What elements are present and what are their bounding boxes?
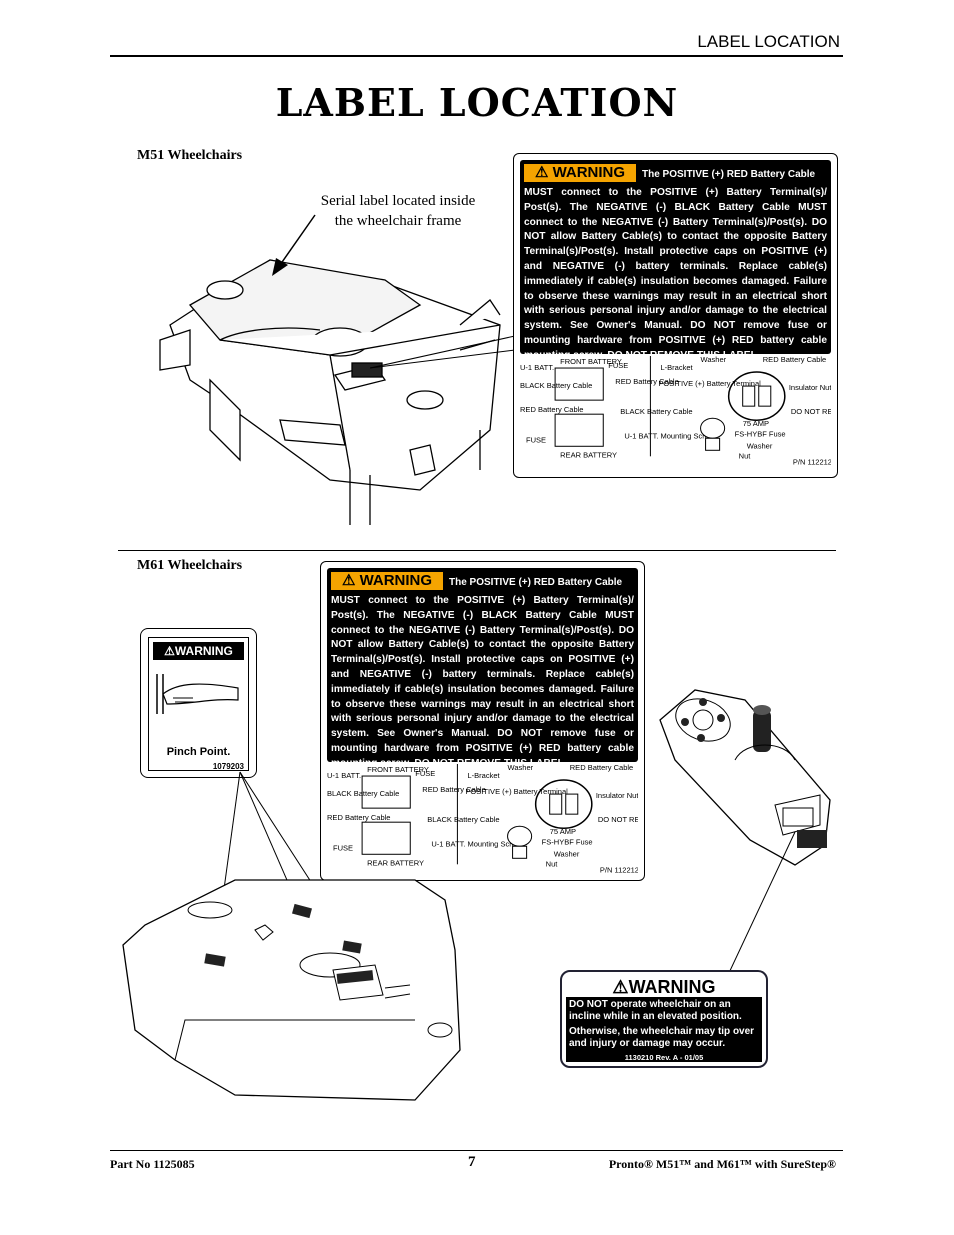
incline-warning-body: DO NOT operate wheelchair on an incline … [566, 997, 762, 1062]
battery-warning-text-panel: ⚠ WARNING The POSITIVE (+) RED Battery C… [520, 160, 831, 361]
battery-warning-first-line: The POSITIVE (+) RED Battery Cable [449, 577, 623, 588]
diag-fuse-bottom: FUSE [333, 843, 353, 852]
diag-positive-terminal: POSITIVE (+) Battery Terminal [658, 379, 761, 388]
diag-rear-battery: REAR BATTERY [367, 858, 424, 867]
diag-u1-top: U-1 BATT. [327, 771, 361, 780]
diag-fuse-top: FUSE [608, 361, 628, 370]
diag-black-cable: BLACK Battery Cable [327, 789, 399, 798]
diag-part-no: P/N 1122126 [600, 865, 638, 874]
diag-front-battery: FRONT BATTERY [367, 765, 429, 774]
serial-arrow-icon [272, 214, 316, 276]
battery-wiring-diagram: FRONT BATTERY REAR BATTERY U-1 BATT. U-1… [520, 356, 831, 466]
diag-u1-bottom: U-1 BATT. [431, 839, 465, 848]
diag-red-battery-cable: RED Battery Cable [570, 764, 634, 772]
m51-frame-illustration [159, 259, 501, 525]
incline-part-no: 1130210 Rev. A - 01/05 [624, 1053, 704, 1062]
m61-battery-warning-label: ⚠ WARNING The POSITIVE (+) RED Battery C… [320, 561, 645, 881]
diag-do-not-remove: DO NOT REMOVE [791, 407, 831, 416]
diag-red-cable: RED Battery Cable [327, 813, 391, 822]
incline-line-2: Otherwise, the wheelchair may tip over a… [569, 1026, 755, 1049]
diag-part-no: P/N 1122126 [793, 457, 831, 466]
pinch-part-no: 1079203 [212, 762, 244, 771]
diag-red-battery-cable: RED Battery Cable [763, 356, 827, 364]
diag-rear-battery: REAR BATTERY [560, 450, 617, 459]
battery-warning-first-line: The POSITIVE (+) RED Battery Cable [642, 169, 816, 180]
battery-wiring-diagram: FRONT BATTERY REAR BATTERY U-1 BATT. U-1… [327, 764, 638, 874]
m51-battery-warning-label: ⚠ WARNING The POSITIVE (+) RED Battery C… [513, 153, 838, 478]
page-title: LABEL LOCATION [275, 80, 679, 125]
m61-platform-illustration [122, 879, 461, 1101]
m61-heading: M61 Wheelchairs [137, 558, 243, 573]
diag-front-battery: FRONT BATTERY [560, 357, 622, 366]
diag-nut: Nut [546, 859, 559, 868]
warning-badge-text: WARNING [552, 164, 626, 181]
diag-mounting-screw: Mounting Screw [660, 431, 714, 440]
diag-mounting-screw: Mounting Screw [467, 839, 521, 848]
warning-badge: ⚠ WARNING [524, 164, 636, 182]
diag-black-cable-right: BLACK Battery Cable [427, 815, 499, 824]
diag-l-bracket: L-Bracket [467, 771, 500, 780]
section-divider [118, 550, 836, 551]
diag-fuse-type: FS-HYBF Fuse [542, 837, 593, 846]
header-rule [110, 55, 843, 57]
pinch-warning-badge: ⚠WARNING [153, 642, 244, 660]
battery-warning-body: MUST connect to the POSITIVE (+) Battery… [331, 595, 634, 769]
diag-red-cable-right: RED Battery Cable [422, 785, 486, 794]
incline-leader-line [727, 831, 796, 976]
diag-nut: Nut [739, 451, 752, 460]
diag-amp: 75 AMP [743, 419, 769, 428]
incline-line-1: DO NOT operate wheelchair on an incline … [569, 999, 742, 1022]
footer-rule [110, 1150, 843, 1151]
pinch-point-warning-label: ⚠WARNING Pinch Point. 1079203 [140, 628, 257, 778]
m51-leader-line [370, 335, 516, 369]
diag-l-bracket: L-Bracket [660, 363, 693, 372]
serial-label-note: Serial label located inside the wheelcha… [320, 193, 476, 229]
pinch-warning-text: WARNING [174, 644, 233, 658]
pinch-caption: Pinch Point. [166, 746, 231, 758]
diag-u1-bottom: U-1 BATT. [624, 431, 658, 440]
diag-black-cable-right: BLACK Battery Cable [620, 407, 692, 416]
pinch-label-frame: ⚠WARNING Pinch Point. 1079203 [148, 637, 249, 771]
diag-amp: 75 AMP [550, 827, 576, 836]
incline-warning-label: ⚠WARNING DO NOT operate wheelchair on an… [560, 970, 768, 1068]
pinch-hand-icon [153, 664, 244, 726]
diag-positive-terminal: POSITIVE (+) Battery Terminal [465, 787, 568, 796]
warning-badge-text: WARNING [359, 572, 433, 589]
diag-insulator-nut: Insulator Nut [789, 383, 831, 392]
diag-fuse-bottom: FUSE [526, 435, 546, 444]
diag-washer: Washer [701, 356, 727, 364]
battery-warning-text-panel: ⚠ WARNING The POSITIVE (+) RED Battery C… [327, 568, 638, 769]
incline-warning-badge: ⚠WARNING [612, 977, 716, 997]
diag-red-cable: RED Battery Cable [520, 405, 584, 414]
m61-joystick-controller-illustration [659, 689, 831, 866]
diag-washer: Washer [508, 764, 534, 772]
diag-u1-top: U-1 BATT. [520, 363, 554, 372]
diag-washer-2: Washer [554, 849, 580, 858]
diag-fuse-top: FUSE [415, 769, 435, 778]
diag-red-cable-right: RED Battery Cable [615, 377, 679, 386]
warning-badge: ⚠ WARNING [331, 572, 443, 590]
diag-insulator-nut: Insulator Nut [596, 791, 638, 800]
footer-page-number: 7 [468, 1154, 476, 1170]
battery-warning-body: MUST connect to the POSITIVE (+) Battery… [524, 187, 827, 361]
running-header: LABEL LOCATION [697, 32, 840, 51]
incline-warning-text: WARNING [628, 977, 716, 997]
diag-do-not-remove: DO NOT REMOVE [598, 815, 638, 824]
diag-fuse-type: FS-HYBF Fuse [735, 429, 786, 438]
diag-washer-2: Washer [747, 441, 773, 450]
footer-product: Pronto® M51™ and M61™ with SureStep® [608, 1157, 836, 1171]
m51-heading: M51 Wheelchairs [137, 148, 243, 163]
footer-part-no: Part No 1125085 [110, 1157, 195, 1171]
diag-black-cable: BLACK Battery Cable [520, 381, 592, 390]
